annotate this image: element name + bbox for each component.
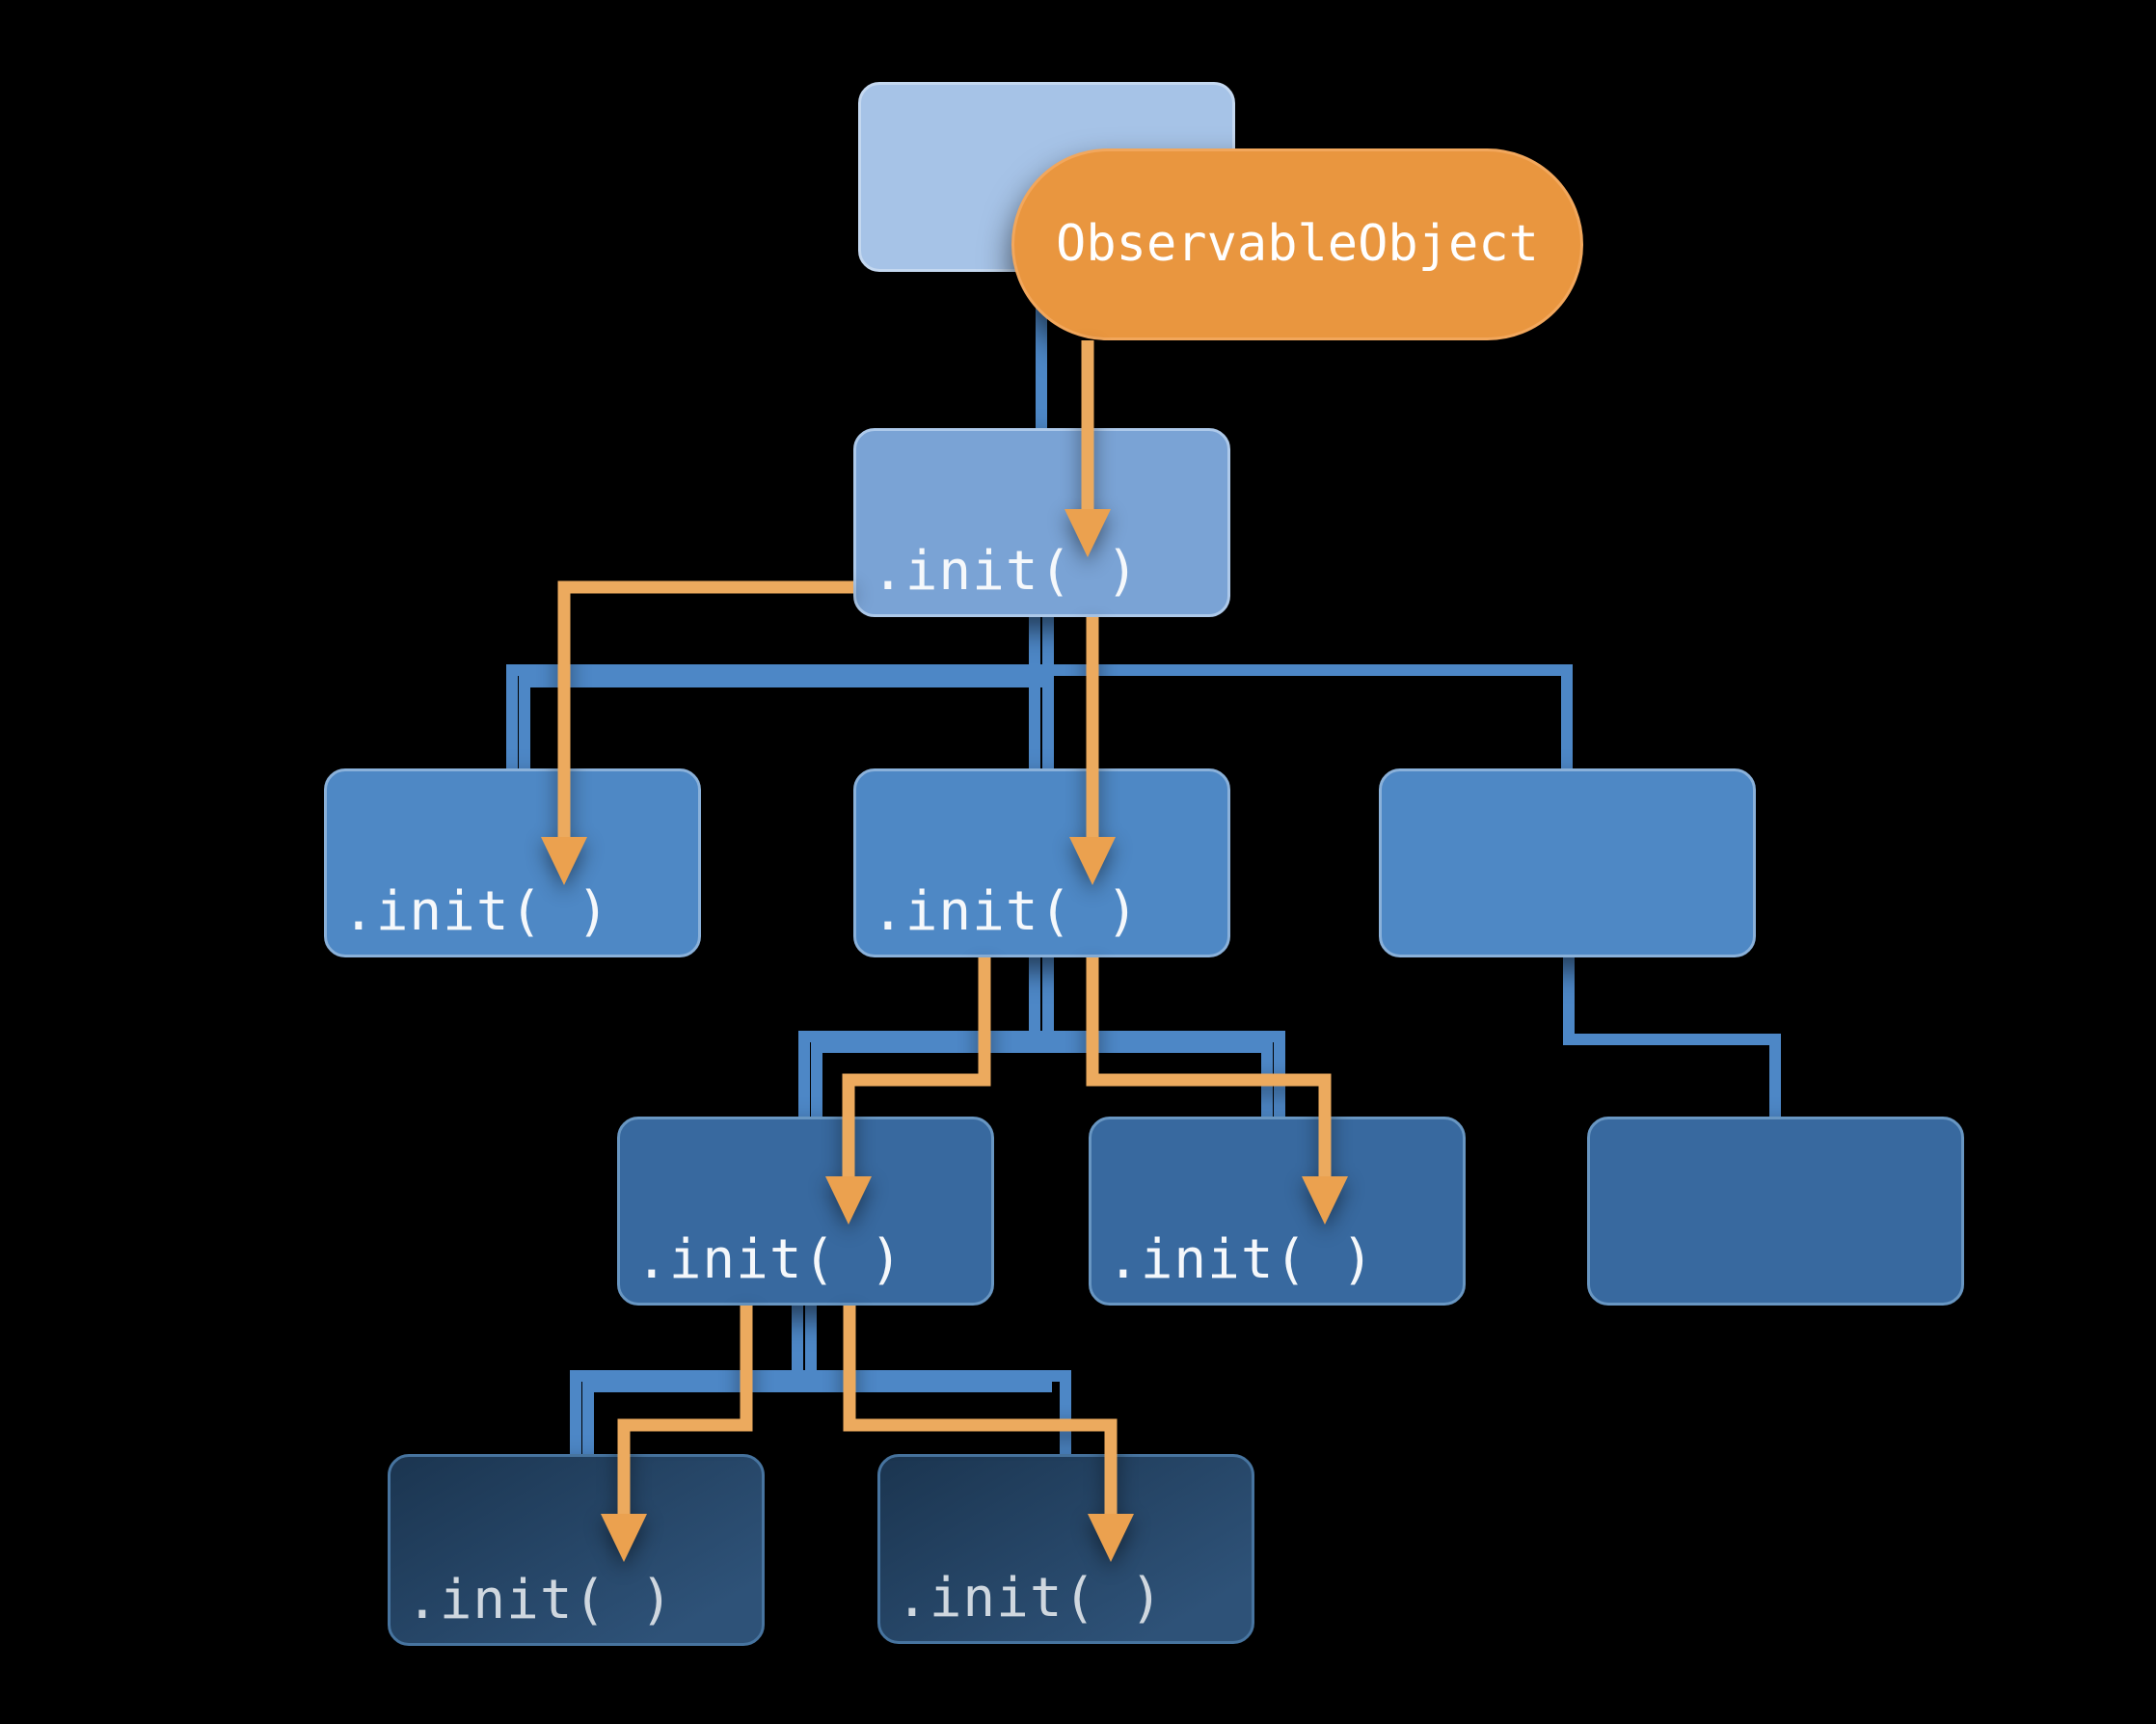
- pill-label: ObservableObject: [1056, 215, 1539, 273]
- node-l5-left-init: .init( ): [388, 1454, 765, 1646]
- edge-l3-center-rail-secondary: [811, 1041, 1273, 1117]
- node-label: .init( ): [342, 880, 610, 943]
- node-label: .init( ): [872, 540, 1140, 603]
- node-label: .init( ): [635, 1228, 903, 1291]
- node-l3-center-init: .init( ): [853, 768, 1230, 957]
- node-l2-init: .init( ): [853, 428, 1230, 617]
- node-l4-right: [1587, 1117, 1964, 1306]
- edge-l2-rail-secondary: [519, 676, 1048, 768]
- node-l3-left-init: .init( ): [324, 768, 701, 957]
- node-label: .init( ): [1107, 1228, 1375, 1291]
- node-label: .init( ): [896, 1567, 1164, 1630]
- node-l4-left-init: .init( ): [617, 1117, 994, 1306]
- edge-l4-left-rail-to-l5: [570, 1370, 1071, 1454]
- node-l4-center-init: .init( ): [1089, 1117, 1466, 1306]
- node-l3-right: [1379, 768, 1756, 957]
- node-label: .init( ): [406, 1569, 674, 1631]
- edge-l4-left-rail-secondary: [582, 1381, 1052, 1454]
- edge-l2-rail-to-l3-left-and-right: [506, 664, 1573, 768]
- node-label: .init( ): [872, 880, 1140, 943]
- edge-l3-center-rail-to-l4: [798, 1031, 1285, 1117]
- node-l5-right-init: .init( ): [877, 1454, 1254, 1644]
- observable-object-pill: ObservableObject: [1011, 148, 1583, 340]
- edge-l3-right-to-l4-right: [1563, 957, 1781, 1117]
